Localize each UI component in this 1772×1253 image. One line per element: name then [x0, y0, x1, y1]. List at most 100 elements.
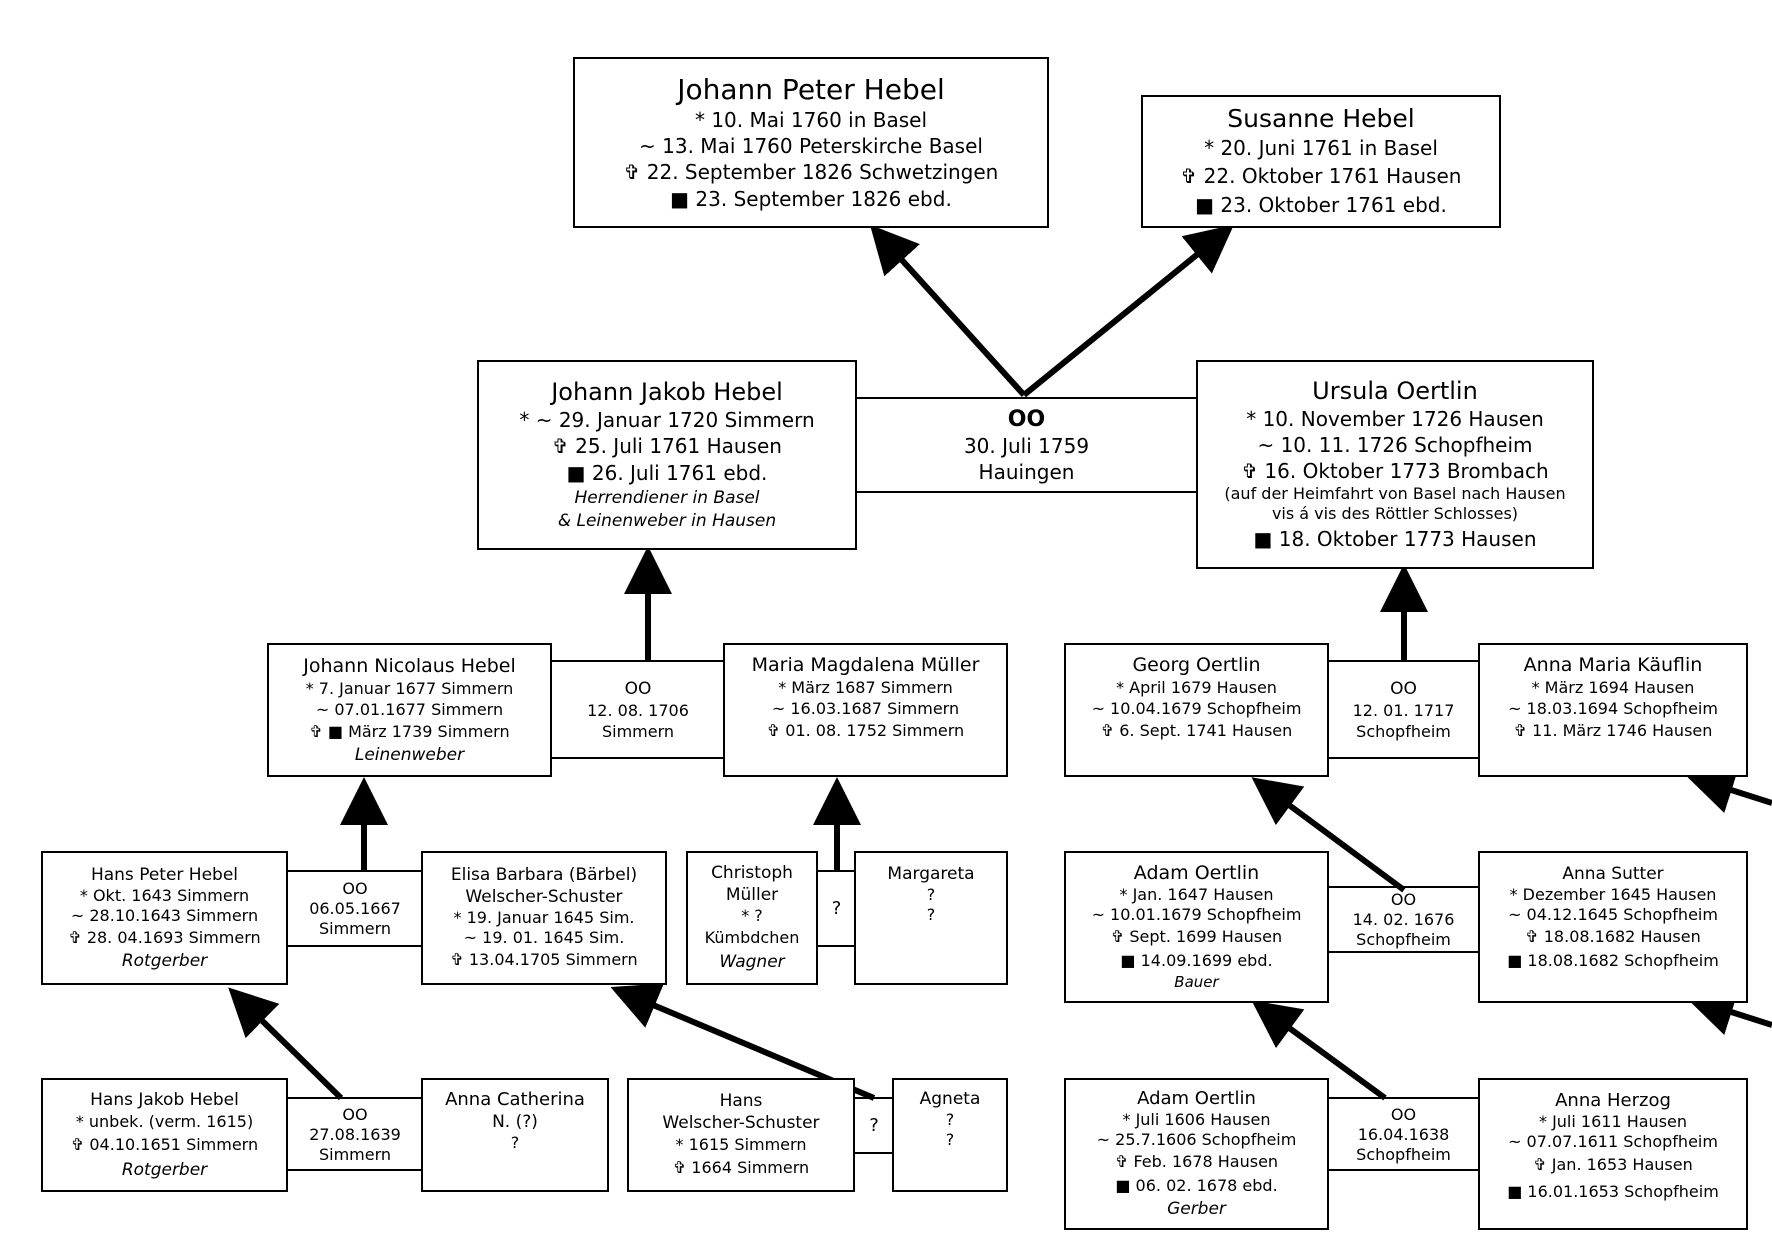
person-fact: ■ 18. Oktober 1773 Hausen [1253, 526, 1537, 551]
person-fact: ~ 07.01.1677 Simmern [315, 700, 504, 719]
person-fact: * 1615 Simmern [675, 1134, 807, 1154]
person-fact: * 7. Januar 1677 Simmern [305, 679, 514, 698]
person-fact: ~ 16.03.1687 Simmern [771, 699, 960, 718]
person-box-hans-jakob-hebel: Hans Jakob Hebel * unbek. (verm. 1615) ✞… [41, 1078, 288, 1192]
person-name: Elisa Barbara (Bärbel) [450, 865, 638, 885]
marriage-label-cm-mg: ? [819, 874, 854, 944]
marriage-date: 14. 02. 1676 [1352, 909, 1455, 929]
descent-arrow [1685, 767, 1772, 813]
marriage-label-jjh-uo: OO 30. Juli 1759 Hauingen [860, 403, 1193, 488]
descent-arrow [1251, 1000, 1387, 1101]
marriage-symbol: OO [342, 1104, 368, 1124]
person-name: Christoph [711, 863, 793, 883]
person-occupation: Gerber [1167, 1199, 1226, 1219]
marriage-date: 27.08.1639 [309, 1124, 401, 1144]
person-fact: ~ 07.07.1611 Schopfheim [1508, 1132, 1718, 1151]
person-box-anna-sutter: Anna Sutter * Dezember 1645 Hausen ~ 04.… [1478, 851, 1748, 1003]
person-name: Hans [719, 1090, 763, 1111]
person-fact: ■ 23. September 1826 ebd. [670, 186, 952, 211]
person-fact: ~ 13. Mai 1760 Peterskirche Basel [639, 133, 983, 158]
person-fact: ~ 19. 01. 1645 Sim. [463, 928, 625, 947]
person-box-anna-herzog: Anna Herzog * Juli 1611 Hausen ~ 07.07.1… [1478, 1078, 1748, 1230]
marriage-symbol: OO [342, 879, 368, 898]
person-box-ursula-oertlin: Ursula Oertlin * 10. November 1726 Hause… [1196, 360, 1594, 569]
person-box-adam-oertlin-1647: Adam Oertlin * Jan. 1647 Hausen ~ 10.01.… [1064, 851, 1329, 1003]
person-box-johann-nicolaus-hebel: Johann Nicolaus Hebel * 7. Januar 1677 S… [267, 643, 552, 777]
marriage-label-ao1-as: OO 14. 02. 1676 Schopfheim [1329, 889, 1478, 950]
person-fact: ✞ 6. Sept. 1741 Hausen [1100, 721, 1293, 740]
marriage-symbol: OO [1390, 679, 1417, 699]
person-fact: ✞ Feb. 1678 Hausen [1114, 1152, 1279, 1171]
person-note: (auf der Heimfahrt von Basel nach Hausen [1224, 483, 1566, 503]
person-fact: ■ 06. 02. 1678 ebd. [1115, 1176, 1278, 1195]
descent-arrow [1022, 224, 1234, 398]
person-fact: Welscher-Schuster [465, 887, 623, 907]
person-fact: * 10. Mai 1760 in Basel [694, 107, 928, 132]
marriage-symbol: ? [869, 1115, 879, 1136]
person-occupation: Herrendiener in Basel [574, 488, 760, 508]
person-fact: ✞ 04.10.1651 Simmern [70, 1134, 259, 1154]
person-fact: ■ 26. Juli 1761 ebd. [566, 461, 768, 485]
person-fact: ? [945, 1110, 955, 1129]
marriage-label-hjh-ac: OO 27.08.1639 Simmern [289, 1101, 421, 1168]
person-box-margareta: Margareta ? ? [854, 851, 1008, 985]
marriage-symbol: ? [831, 898, 842, 919]
person-fact: ✞ 1664 Simmern [672, 1157, 810, 1177]
marriage-date: 30. Juli 1759 [963, 433, 1090, 458]
person-name: Adam Oertlin [1137, 1088, 1256, 1109]
person-occupation: Wagner [719, 952, 785, 972]
marriage-symbol: OO [1390, 889, 1417, 909]
person-fact: ✞ 25. Juli 1761 Hausen [552, 434, 782, 458]
person-name: Ursula Oertlin [1312, 376, 1478, 405]
person-fact: * ? [741, 906, 763, 925]
person-fact: ~ 18.03.1694 Schopfheim [1508, 699, 1718, 718]
marriage-date: 06.05.1667 [309, 899, 401, 918]
person-occupation: Leinenweber [354, 745, 465, 765]
person-fact: ✞ 01. 08. 1752 Simmern [766, 721, 965, 740]
person-fact: ~ 10. 11. 1726 Schopfheim [1257, 432, 1533, 457]
person-name: Susanne Hebel [1227, 104, 1415, 133]
person-note: vis á vis des Röttler Schlosses) [1271, 503, 1519, 523]
person-fact: ✞ ■ März 1739 Simmern [309, 722, 510, 741]
person-fact: ■ 14.09.1699 ebd. [1120, 951, 1273, 970]
person-box-elisa-barbara: Elisa Barbara (Bärbel) Welscher-Schuster… [421, 851, 667, 985]
person-fact: * März 1694 Hausen [1531, 678, 1695, 697]
marriage-place: Schopfheim [1356, 722, 1451, 741]
person-name: Hans Jakob Hebel [90, 1089, 239, 1110]
person-fact: * März 1687 Simmern [778, 678, 953, 697]
person-box-hans-peter-hebel: Hans Peter Hebel * Okt. 1643 Simmern ~ 2… [41, 851, 288, 985]
marriage-date: 12. 08. 1706 [587, 701, 689, 720]
person-fact: * unbek. (verm. 1615) [75, 1111, 254, 1131]
person-occupation: Rotgerber [121, 1159, 208, 1180]
person-fact: ✞ 13.04.1705 Simmern [450, 950, 638, 969]
person-box-susanne-hebel: Susanne Hebel * 20. Juni 1761 in Basel ✞… [1141, 95, 1501, 228]
person-fact: * April 1679 Hausen [1116, 678, 1277, 697]
person-fact: * Okt. 1643 Simmern [79, 886, 250, 905]
marriage-place: Schopfheim [1356, 1144, 1451, 1164]
person-name: Anna Herzog [1555, 1090, 1671, 1111]
person-box-johann-jakob-hebel: Johann Jakob Hebel * ~ 29. Januar 1720 S… [477, 360, 857, 550]
person-box-hans-welscher-schuster: Hans Welscher-Schuster * 1615 Simmern ✞ … [627, 1078, 855, 1192]
person-occupation: & Leinenweber in Hausen [557, 511, 777, 531]
marriage-label-jnh-mmm: OO 12. 08. 1706 Simmern [553, 664, 723, 756]
person-fact: ✞ Jan. 1653 Hausen [1533, 1155, 1693, 1174]
person-box-anna-maria-kaeuflin: Anna Maria Käuflin * März 1694 Hausen ~ … [1478, 643, 1748, 777]
person-name: Agneta [919, 1089, 981, 1109]
marriage-label-hph-ebw: OO 06.05.1667 Simmern [289, 874, 421, 944]
person-fact: Welscher-Schuster [662, 1112, 820, 1133]
marriage-place: Schopfheim [1356, 929, 1451, 949]
person-fact: ■ 23. Oktober 1761 ebd. [1195, 193, 1447, 217]
person-name: Anna Maria Käuflin [1523, 654, 1703, 676]
person-name: Maria Magdalena Müller [751, 654, 980, 676]
person-occupation: Bauer [1174, 973, 1219, 991]
person-box-agneta: Agneta ? ? [892, 1078, 1008, 1192]
person-name: Anna Catherina [445, 1089, 585, 1110]
marriage-date: 16.04.1638 [1357, 1124, 1450, 1144]
person-fact: ~ 10.04.1679 Schopfheim [1091, 699, 1302, 718]
person-fact: N. (?) [492, 1112, 538, 1132]
marriage-place: Hauingen [978, 459, 1075, 484]
person-fact: ✞ 16. Oktober 1773 Brombach [1241, 458, 1549, 483]
person-fact: * Jan. 1647 Hausen [1119, 885, 1274, 904]
person-name: Johann Nicolaus Hebel [303, 655, 516, 677]
person-fact: Kümbdchen [704, 928, 800, 947]
